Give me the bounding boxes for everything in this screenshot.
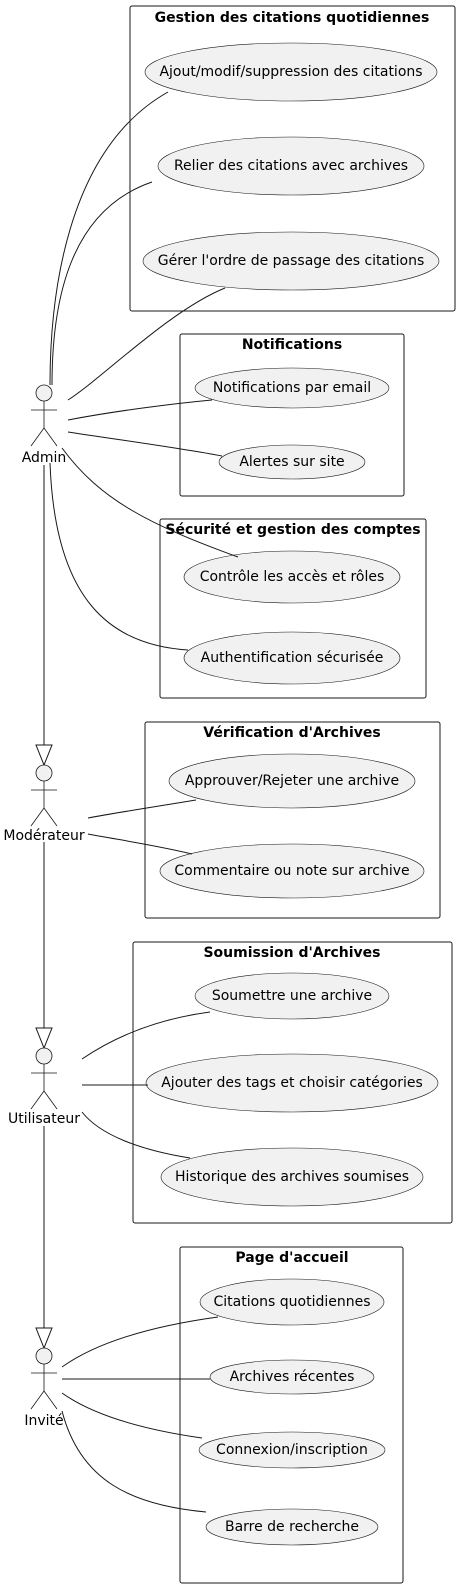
association-line: [67, 399, 213, 421]
association-line: [61, 1392, 203, 1439]
association-line: [81, 1011, 211, 1060]
package-title: Gestion des citations quotidiennes: [155, 10, 430, 26]
actor-admin: Admin: [22, 384, 67, 466]
package-title: Page d'accueil: [235, 1250, 348, 1266]
package-title: Sécurité et gestion des comptes: [165, 522, 420, 538]
actor-invite: Invité: [24, 1347, 64, 1429]
actor-label: Utilisateur: [8, 1111, 80, 1127]
use-case-label: Contrôle les accès et rôles: [200, 569, 385, 585]
association-line: [51, 181, 153, 386]
use-case-label: Archives récentes: [230, 1369, 355, 1385]
association-line: [61, 1410, 207, 1513]
package-securite: Sécurité et gestion des comptes Contrôle…: [159, 518, 427, 699]
use-case-label: Alertes sur site: [239, 454, 344, 470]
use-case-ellipse: [183, 631, 401, 685]
use-case-label: Notifications par email: [213, 380, 371, 396]
use-case-ellipse: [159, 843, 425, 899]
associations: [49, 91, 239, 1513]
use-case-label: Ajouter des tags et choisir catégories: [161, 1075, 423, 1091]
package-page-accueil: Page d'accueil Citations quotidiennes Ar…: [179, 1246, 404, 1584]
package-verification-archives: Vérification d'Archives Approuver/Rejete…: [144, 721, 441, 919]
use-case-ellipse: [160, 1147, 424, 1207]
use-case-ellipse: [198, 1431, 386, 1469]
actor-label: Modérateur: [3, 828, 84, 844]
use-case-label: Citations quotidiennes: [213, 1294, 370, 1310]
association-line: [81, 1111, 191, 1159]
actor-figure-icon: [35, 1347, 53, 1365]
use-case-ellipse: [194, 972, 390, 1020]
use-case-label: Soumettre une archive: [212, 988, 372, 1004]
use-case-ellipse: [145, 1053, 439, 1113]
use-case-ellipse: [205, 1508, 379, 1546]
package-notifications: Notifications Notifications par email Al…: [179, 333, 405, 497]
use-case-label: Authentification sécurisée: [201, 650, 384, 666]
use-case-ellipse: [144, 42, 438, 102]
use-case-label: Historique des archives soumises: [175, 1169, 409, 1185]
actor-moderateur: Modérateur: [3, 764, 85, 844]
package-title: Notifications: [242, 337, 342, 353]
use-case-ellipse: [142, 231, 440, 291]
association-line: [67, 287, 226, 401]
association-line: [61, 447, 239, 558]
actor-label: Invité: [24, 1413, 63, 1429]
use-case-label: Gérer l'ordre de passage des citations: [158, 253, 425, 269]
association-line: [87, 833, 193, 855]
use-case-ellipse: [194, 367, 390, 409]
use-case-label: Approuver/Rejeter une archive: [185, 773, 399, 789]
use-case-label: Connexion/inscription: [216, 1442, 368, 1458]
association-line: [67, 431, 223, 457]
generalizations: [35, 465, 53, 1350]
association-line: [87, 799, 197, 819]
use-case-ellipse: [218, 444, 366, 480]
package-title: Soumission d'Archives: [203, 945, 380, 961]
use-case-ellipse: [168, 753, 416, 809]
use-case-ellipse: [199, 1278, 385, 1326]
generalization-arrowhead: [35, 1327, 53, 1350]
generalization-arrowhead: [35, 744, 53, 767]
actor-label: Admin: [22, 450, 67, 466]
association-line: [49, 462, 189, 651]
actor-utilisateur: Utilisateur: [8, 1047, 80, 1127]
use-case-ellipse: [157, 136, 425, 196]
use-case-ellipse: [209, 1359, 375, 1395]
actor-figure-icon: [35, 1047, 53, 1065]
association-line: [49, 91, 169, 386]
generalization-arrowhead: [35, 1027, 53, 1050]
package-gestion-citations: Gestion des citations quotidiennes Ajout…: [129, 5, 456, 312]
actor-figure-icon: [35, 764, 53, 782]
use-case-label: Ajout/modif/suppression des citations: [159, 64, 422, 80]
package-title: Vérification d'Archives: [203, 725, 380, 741]
actor-figure-icon: [35, 384, 53, 402]
package-soumission-archives: Soumission d'Archives Soumettre une arch…: [132, 941, 453, 1224]
use-case-label: Barre de recherche: [225, 1519, 359, 1535]
association-line: [61, 1316, 219, 1368]
use-case-label: Commentaire ou note sur archive: [174, 863, 409, 879]
use-case-ellipse: [183, 550, 401, 604]
use-case-label: Relier des citations avec archives: [174, 158, 408, 174]
